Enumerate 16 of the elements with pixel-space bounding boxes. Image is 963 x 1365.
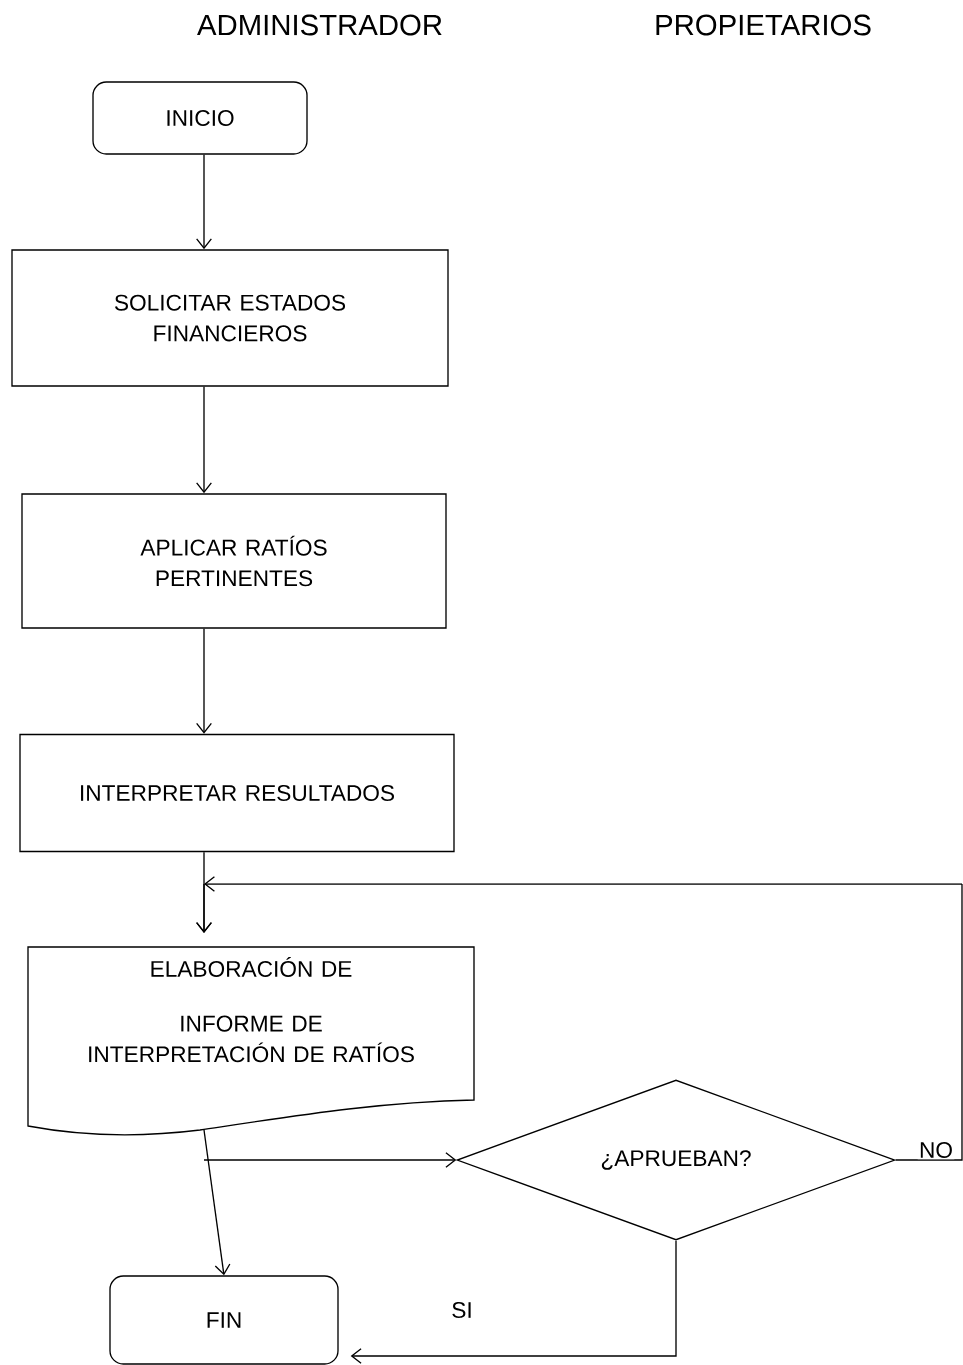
arrow <box>196 876 963 1161</box>
process-box: SOLICITAR ESTADOS FINANCIEROS <box>11 249 449 387</box>
terminal-box: FIN <box>109 1275 339 1365</box>
arrow <box>196 628 212 734</box>
edge-label: SI <box>449 1300 475 1320</box>
arrow <box>196 154 212 250</box>
terminal-box: INICIO <box>92 81 308 155</box>
arrow <box>350 1240 677 1364</box>
process-box: INTERPRETAR RESULTADOS <box>19 733 455 853</box>
lane-header: PROPIETARIOS <box>656 14 871 36</box>
arrow <box>203 1129 231 1276</box>
arrow <box>196 386 212 494</box>
process-box: APLICAR RATÍOS PERTINENTES <box>21 493 447 629</box>
lane-header: ADMINISTRADOR <box>197 14 442 36</box>
arrow <box>203 1152 457 1168</box>
edge-label: NO <box>917 1140 955 1160</box>
